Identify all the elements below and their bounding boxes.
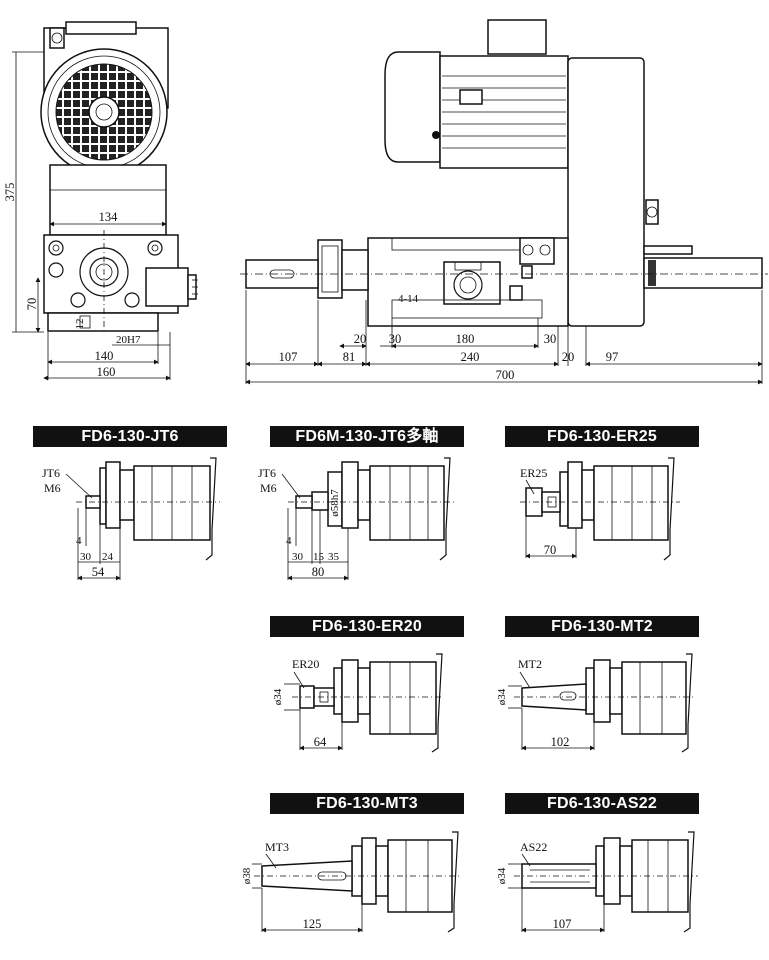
dim-375: 375 — [3, 183, 17, 202]
dim-4: 4 — [76, 535, 82, 547]
label-mt2: MT2 — [518, 657, 542, 671]
variant-title-er20: FD6-130-ER20 — [270, 616, 464, 637]
variant-mt2-drawing: MT2 ø34 102 — [496, 653, 694, 753]
dim-35-multi: 35 — [328, 551, 340, 563]
label-as22: AS22 — [520, 840, 547, 854]
dim-81: 81 — [343, 350, 356, 364]
variant-title-er25: FD6-130-ER25 — [505, 426, 699, 447]
side-view: 4-14 20 30 180 30 107 81 240 20 97 700 — [240, 19, 768, 385]
dim-12: 12 — [74, 319, 86, 330]
dim-4-14: 4-14 — [398, 293, 419, 305]
dim-102: 102 — [551, 735, 570, 749]
dim-20-front: 20 — [354, 332, 367, 346]
label-m6: M6 — [44, 481, 61, 495]
label-dia-34-as22: ø34 — [496, 867, 508, 884]
variant-title-mt3: FD6-130-MT3 — [270, 793, 464, 814]
label-er20: ER20 — [292, 657, 319, 671]
dim-97: 97 — [606, 350, 619, 364]
variant-title-as22: FD6-130-AS22 — [505, 793, 699, 814]
dim-107: 107 — [279, 350, 298, 364]
dim-30: 30 — [80, 551, 92, 563]
label-dia-58h7: ø58h7 — [329, 489, 341, 517]
dim-107-as22: 107 — [553, 917, 572, 931]
dim-134: 134 — [99, 210, 119, 224]
dim-160: 160 — [97, 365, 116, 379]
label-dia-34-er20: ø34 — [272, 688, 284, 705]
variant-mt3-drawing: MT3 ø38 125 — [241, 831, 462, 933]
label-dia-34-mt2: ø34 — [496, 688, 508, 705]
dim-700: 700 — [496, 368, 515, 382]
label-jt6: JT6 — [42, 466, 60, 480]
variant-er20-drawing: ER20 ø34 64 — [272, 653, 444, 753]
label-mt3: MT3 — [265, 840, 289, 854]
variant-title-jt6: FD6-130-JT6 — [33, 426, 227, 447]
variant-jt6-multi-drawing: JT6 M6 ø58h7 4 30 15 35 80 — [258, 457, 454, 581]
dim-30-multi: 30 — [292, 551, 304, 563]
dim-24: 24 — [102, 551, 114, 563]
dim-140: 140 — [95, 349, 114, 363]
label-m6-multi: M6 — [260, 481, 277, 495]
label-jt6-multi: JT6 — [258, 466, 276, 480]
dim-70-er25: 70 — [544, 543, 557, 557]
dim-240: 240 — [461, 350, 480, 364]
dim-4-multi: 4 — [286, 535, 292, 547]
front-view: 375 70 134 12 20H7 140 160 — [3, 21, 198, 381]
dim-15-multi: 15 — [313, 551, 325, 563]
dim-20h7: 20H7 — [116, 334, 141, 346]
variant-as22-drawing: AS22 ø34 107 — [496, 831, 698, 933]
dim-54: 54 — [92, 565, 105, 579]
dim-20-rear: 20 — [562, 350, 575, 364]
dim-30-rear: 30 — [544, 332, 557, 346]
dim-180: 180 — [456, 332, 475, 346]
dim-70: 70 — [25, 298, 39, 311]
label-er25: ER25 — [520, 466, 547, 480]
variant-title-mt2: FD6-130-MT2 — [505, 616, 699, 637]
label-dia-38-mt3: ø38 — [241, 867, 253, 884]
dim-30-front: 30 — [389, 332, 402, 346]
dim-125: 125 — [303, 917, 322, 931]
variant-jt6-drawing: JT6 M6 4 30 24 54 — [42, 457, 220, 581]
dim-80: 80 — [312, 565, 325, 579]
variant-er25-drawing: ER25 70 — [520, 457, 680, 561]
variant-title-jt6-multi: FD6M-130-JT6多軸 — [270, 426, 464, 447]
dim-64: 64 — [314, 735, 327, 749]
